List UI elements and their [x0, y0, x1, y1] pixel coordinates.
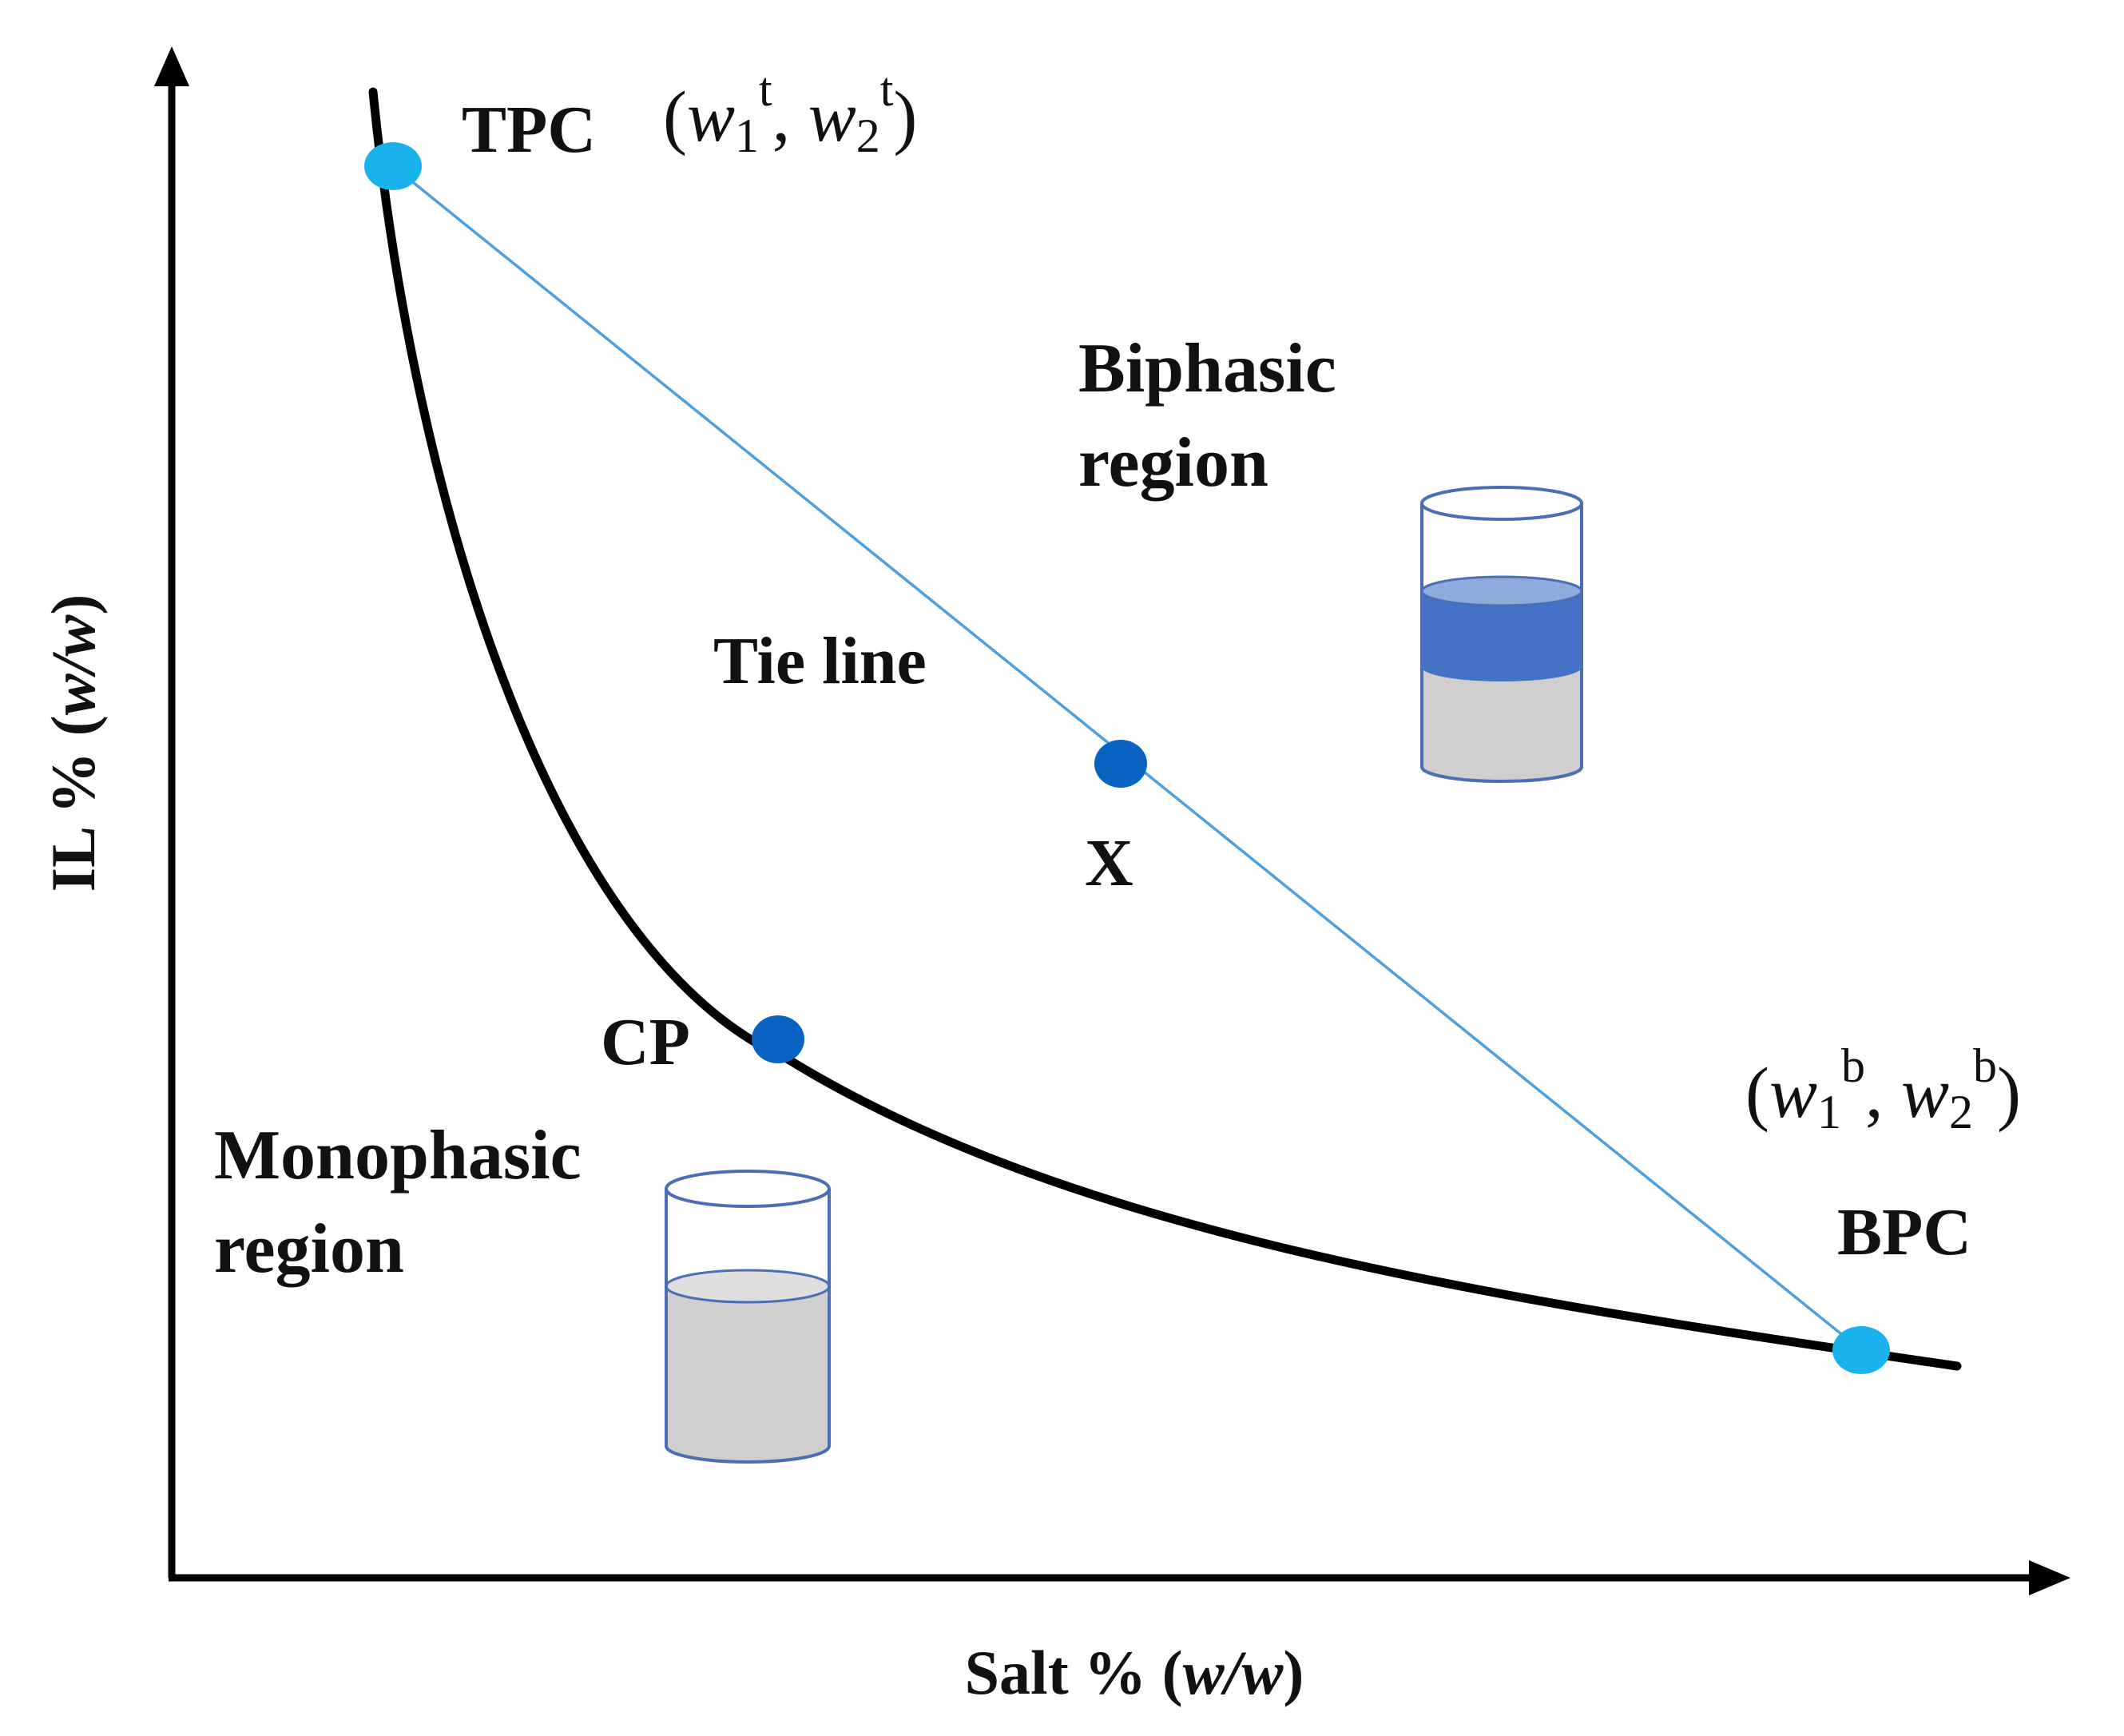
- cp-label: CP: [601, 1005, 690, 1079]
- cp-point: [752, 1015, 804, 1063]
- bpc-label: BPC: [1837, 1195, 1971, 1269]
- y-axis-arrowhead: [154, 46, 189, 86]
- beaker-rim: [665, 1170, 831, 1208]
- bottom-phase: [1422, 667, 1582, 781]
- top-phase: [1422, 591, 1582, 681]
- top-phase-surface: [1420, 575, 1583, 607]
- monophasic-region-label-line1: Monophasic: [214, 1117, 582, 1194]
- binodal-curve: [368, 87, 1962, 1371]
- x-label: X: [1085, 826, 1133, 900]
- biphasic-region-label-line2: region: [1078, 424, 1268, 502]
- x-point: [1094, 740, 1147, 788]
- biphasic-beaker-icon: [1420, 486, 1583, 783]
- biphasic-region-label-line1: Biphasic: [1078, 330, 1336, 407]
- monophasic-region-label-line2: region: [214, 1210, 404, 1288]
- tie-line-label: Tie line: [713, 624, 927, 698]
- tpc-point: [364, 142, 422, 190]
- x-axis-arrowhead: [2029, 1560, 2070, 1595]
- y-axis-label: IL % (w/w): [38, 594, 108, 892]
- tpc-label: TPC: [462, 93, 596, 167]
- monophasic-beaker-icon: [665, 1170, 831, 1464]
- beaker-rim: [1420, 486, 1583, 521]
- bottom-coordinates: (w1b, w2b): [1745, 1039, 2021, 1138]
- beaker-outline: [1420, 503, 1583, 783]
- axes: [154, 46, 2070, 1595]
- x-axis-label: Salt % (w/w): [965, 1638, 1304, 1707]
- beaker-outline: [665, 1189, 831, 1464]
- single-phase-surface: [665, 1269, 831, 1304]
- single-phase: [666, 1286, 829, 1462]
- top-coordinates: (w1t, w2t): [663, 63, 917, 162]
- bpc-point: [1832, 1326, 1890, 1374]
